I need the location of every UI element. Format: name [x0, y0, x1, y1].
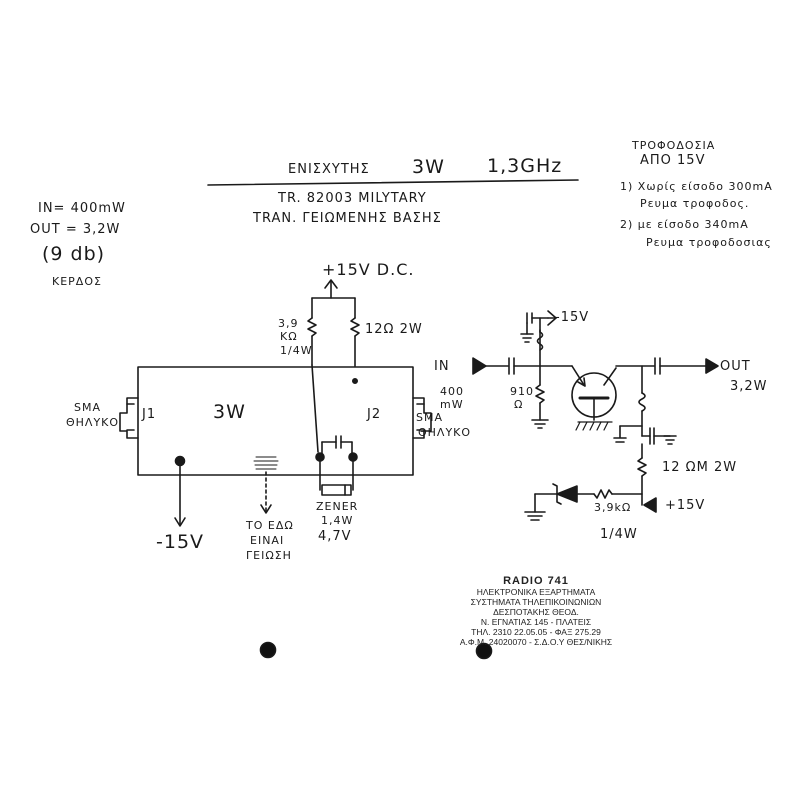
stamp-line-6: Α.Φ.Μ. 24020070 - Σ.Δ.Ο.Υ ΘΕΣ/ΝΙΚΗΣ	[459, 637, 613, 647]
board-outline	[137, 366, 414, 476]
zener-body	[321, 484, 352, 496]
decoupling-ground-left	[613, 425, 627, 443]
schem-in: IN	[434, 359, 450, 374]
schem-r-zener-power: 1/4W	[600, 527, 638, 542]
schem-in-unit: mW	[440, 398, 464, 411]
transistor-emitter	[571, 365, 585, 386]
schem-in-power: 400	[440, 385, 464, 398]
bias-ground	[520, 333, 534, 343]
r-collector-resistor	[637, 457, 647, 477]
sma-left-connector	[119, 397, 139, 439]
schem-r-collector: 12 ΩM 2W	[662, 460, 738, 475]
supply-note-2: 2) με είσοδο 340mA	[620, 218, 749, 231]
r1-power: 1/4W	[280, 344, 313, 357]
stamp-line-1: ΗΛΕΚΤΡΟΝΙΚΑ ΕΞΑΡΤΗΜΑΤΑ	[476, 587, 596, 597]
j1-label: J1	[142, 407, 157, 422]
r2-resistor	[350, 317, 360, 337]
zener-ground	[524, 511, 546, 521]
supply-arrow	[324, 279, 338, 289]
supply-header-1: ΤΡΟΦΟΔΟΣΙΑ	[632, 139, 716, 152]
r1-resistor	[307, 317, 317, 337]
supply-note-1: 1) Χωρίς είσοδο 300mA	[620, 180, 773, 193]
board-label: 3W	[213, 401, 246, 423]
title-underline	[207, 179, 579, 186]
pos-supply-arrow	[643, 497, 657, 513]
schem-r-bias: 910	[510, 385, 534, 398]
schem-pos-supply: +15V	[665, 498, 706, 513]
title-transistor-desc: TRAN. ΓΕΙΩΜΕΝΗΣ ΒΑΣΗΣ	[253, 211, 442, 226]
stamp-line-2: ΣΥΣΤΗΜΑΤΑ ΤΗΛΕΠΙΚΟΙΝΩΝΙΩΝ	[470, 597, 602, 607]
supply-header-2: ΑΠΟ 15V	[640, 153, 706, 168]
schem-r-zener: 3,9kΩ	[594, 501, 632, 514]
ground-note-1: ΤΟ ΕΔΩ	[246, 519, 294, 532]
r2-label: 12Ω 2W	[365, 322, 423, 337]
output-arrow	[705, 358, 719, 374]
r-bias-ground	[531, 419, 549, 429]
sma-right-connector	[412, 397, 432, 439]
sma-out-label: SMA	[416, 411, 443, 424]
schem-out-power: 3,2W	[730, 379, 768, 394]
mount-hole-right	[475, 642, 493, 660]
sma-in-label: SMA	[74, 401, 101, 414]
ground-hatch	[253, 456, 279, 470]
stamp-line-4: Ν. ΕΓΝΑΤΙΑΣ 145 - ΠΛΑΤΕΙΣ	[480, 617, 592, 627]
neg-supply-arrow	[174, 517, 186, 527]
ground-note-3: ΓΕΙΩΣΗ	[246, 549, 292, 562]
sma-left-flange	[126, 403, 135, 431]
r-bias-resistor	[535, 384, 545, 404]
neg-supply-lead-arrow	[547, 310, 557, 326]
title-transistor: TR. 82003 MILYTARY	[278, 191, 427, 206]
board-supply-label: +15V D.C.	[322, 260, 415, 279]
spec-gain: (9 db)	[42, 243, 106, 265]
title-frequency: 1,3GHz	[487, 155, 563, 177]
stamp-line-5: ΤΗΛ. 2310 22.05.05 - ΦΑΞ 275.29	[471, 627, 601, 637]
stamp-name: RADIO 741	[503, 575, 569, 587]
r1-unit: KΩ	[280, 330, 298, 343]
board-neg-supply: -15V	[156, 531, 205, 553]
transistor-collector	[603, 367, 617, 386]
spec-gain-label: ΚΕΡΔΟΣ	[52, 275, 102, 288]
schem-out: OUT	[720, 359, 751, 374]
schem-neg-supply: -15V	[555, 310, 590, 325]
mount-hole-left	[259, 641, 277, 659]
zener-voltage: 4,7V	[318, 529, 352, 544]
spec-input: IN= 400mW	[38, 201, 126, 216]
zener-label: ZENER	[316, 500, 359, 513]
zener-diode	[556, 485, 578, 503]
sma-right-flange	[416, 403, 425, 431]
supply-note-1b: Ρευμα τροφοδος.	[640, 197, 750, 210]
r1-value: 3,9	[278, 317, 299, 330]
r1-to-cap-wire	[311, 364, 319, 453]
bias-choke	[536, 331, 544, 351]
title-amplifier: ΕΝΙΣΧΥΤΗΣ	[288, 162, 370, 177]
input-arrow	[472, 357, 487, 375]
ground-note-2: ΕΙΝΑΙ	[250, 534, 285, 547]
title-power: 3W	[412, 156, 445, 178]
schem-r-bias-unit: Ω	[514, 398, 524, 411]
zener-power: 1,4W	[321, 514, 354, 527]
r2-pad	[351, 377, 358, 384]
supply-note-2b: Ρευμα τροφοδοσιας	[646, 236, 772, 249]
company-stamp: RADIO 741 ΗΛΕΚΤΡΟΝΙΚΑ ΕΞΑΡΤΗΜΑΤΑ ΣΥΣΤΗΜΑ…	[452, 575, 620, 647]
j2-label: J2	[367, 407, 382, 422]
base-ground	[575, 421, 613, 431]
collector-choke	[638, 392, 646, 412]
stamp-line-3: ΔΕΣΠΟΤΑΚΗΣ ΘΕΟΔ.	[493, 607, 579, 617]
sma-out-type: ΘΗΛΥΚΟ	[418, 426, 472, 439]
ground-note-arrow	[260, 504, 272, 514]
transistor-emitter-arrow	[577, 377, 586, 387]
spec-output: OUT = 3,2W	[30, 222, 121, 237]
r-zener-resistor	[593, 489, 613, 499]
sma-in-type: ΘΗΛΥΚΟ	[66, 416, 120, 429]
decoupling-ground	[663, 435, 677, 445]
